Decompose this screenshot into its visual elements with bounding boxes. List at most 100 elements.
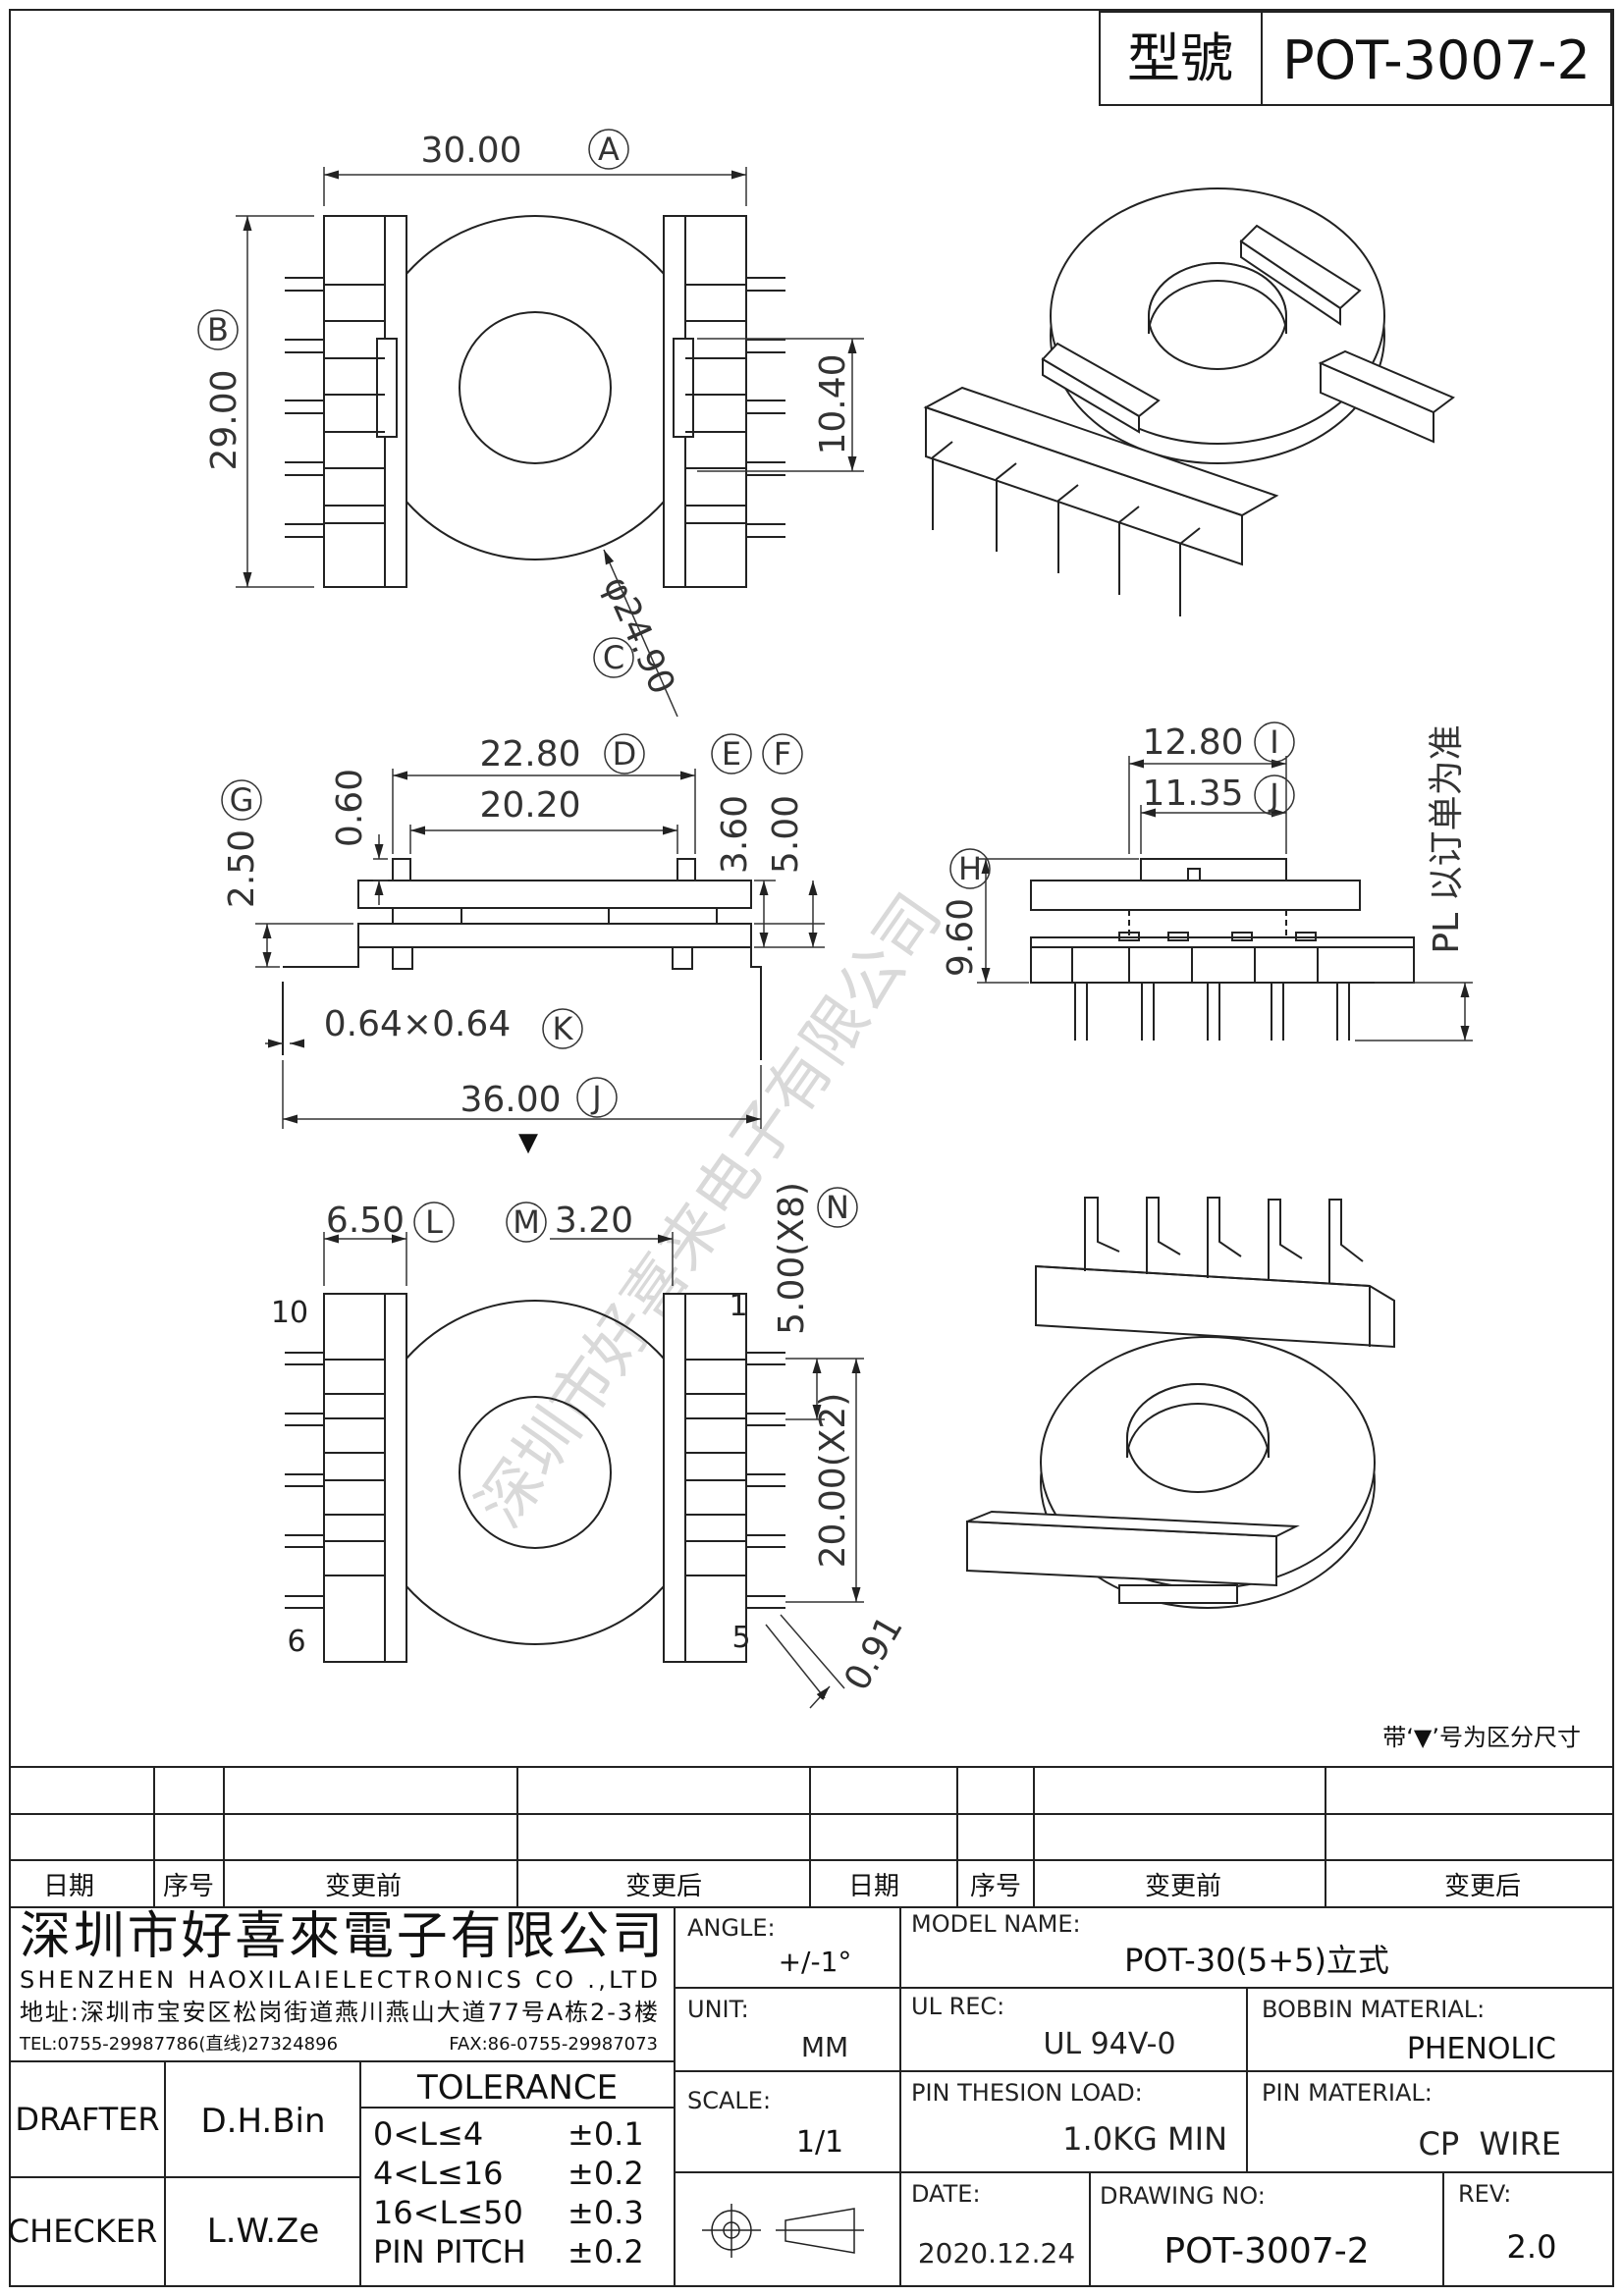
- dim-j-value: 36.00: [460, 1080, 561, 1120]
- label-j: J: [590, 1079, 601, 1116]
- dim-c-value: φ24.90: [595, 570, 682, 701]
- model-header: 型號 POT-3007-2: [1099, 11, 1612, 106]
- title-block-grid: [10, 1907, 1613, 2286]
- rev-header-before-2: 变更前: [1145, 1872, 1221, 1901]
- dim-l-value: 6.50: [326, 1201, 405, 1241]
- pin-1-label: 1: [729, 1289, 747, 1323]
- rev-label: REV:: [1458, 2180, 1511, 2208]
- rev-header-date-2: 日期: [848, 1872, 899, 1901]
- sheet-border: [9, 9, 1614, 2287]
- rev-header-seq-2: 序号: [970, 1872, 1021, 1901]
- label-a: A: [598, 131, 620, 168]
- front-view: [1030, 858, 1415, 1041]
- label-j2-circle: [1254, 774, 1295, 816]
- ul-rec-value: UL 94V-0: [1043, 2027, 1175, 2061]
- label-d: D: [613, 735, 637, 773]
- company-name-en: SHENZHEN HAOXILAIELECTRONICS CO .,LTD: [20, 1966, 658, 1994]
- dim-b-value: 29.00: [204, 369, 244, 470]
- unit-value: MM: [801, 2031, 848, 2063]
- label-k-circle: [542, 1008, 583, 1049]
- label-e: E: [722, 735, 741, 773]
- label-n: N: [826, 1189, 849, 1226]
- pin-10-label: 10: [271, 1296, 308, 1330]
- drafter-value: D.H.Bin: [200, 2102, 325, 2141]
- dim-d-value: 22.80: [479, 734, 580, 774]
- label-i-circle: [1254, 721, 1295, 763]
- dim-small-value: 0.60: [330, 769, 370, 847]
- marker-triangle: ▼: [518, 1128, 538, 1157]
- angle-label: ANGLE:: [687, 1914, 776, 1942]
- label-j2: J: [1268, 776, 1278, 814]
- top-flange-circle: [362, 215, 708, 561]
- dim-i-value: 12.80: [1142, 722, 1243, 763]
- dim-m-value: 3.20: [555, 1201, 633, 1241]
- dim-a-value: 30.00: [420, 131, 521, 171]
- tolerance-value: ±0.2: [568, 2233, 644, 2270]
- isometric-view-top: [923, 187, 1455, 616]
- dim-h-value: 9.60: [941, 898, 981, 977]
- label-g: G: [230, 781, 254, 819]
- label-m: M: [513, 1203, 540, 1241]
- rev-value: 2.0: [1507, 2228, 1557, 2266]
- pin-material-label: PIN MATERIAL:: [1262, 2079, 1433, 2107]
- checker-label: CHECKER: [8, 2213, 157, 2250]
- tolerance-title: TOLERANCE: [416, 2068, 618, 2108]
- pl-note: PL 以订单为准: [1427, 724, 1467, 953]
- angle-value: +/-1°: [779, 1946, 852, 1978]
- label-h: H: [958, 850, 982, 887]
- drafter-label: DRAFTER: [15, 2101, 159, 2138]
- label-m-circle: [506, 1201, 547, 1243]
- scale-value: 1/1: [796, 2125, 843, 2160]
- dim-f-value: 5.00: [766, 795, 806, 874]
- unit-label: UNIT:: [687, 1996, 749, 2023]
- label-l: L: [425, 1203, 443, 1241]
- label-e-circle: [711, 733, 752, 774]
- model-name-value: POT-30(5+5)立式: [1124, 1942, 1389, 1979]
- projection-symbol: [702, 2204, 864, 2258]
- revision-table: [10, 1766, 1613, 1908]
- label-b-circle: [197, 309, 239, 350]
- drawing-no-label: DRAWING NO:: [1100, 2182, 1266, 2210]
- tolerance-range: 0<L≤4: [373, 2115, 483, 2153]
- dim-pitch-value: 20.00(X2): [813, 1393, 853, 1569]
- side-view-dimensions: [255, 769, 825, 1129]
- pin-load-value: 1.0KG MIN: [1062, 2120, 1227, 2158]
- date-label: DATE:: [911, 2180, 981, 2208]
- company-tel: TEL:0755-29987786(直线)27324896: [19, 2034, 338, 2055]
- company-fax: FAX:86-0755-29987073: [449, 2034, 658, 2055]
- dim-inner-value: 20.20: [479, 785, 580, 826]
- label-j-circle: [576, 1077, 618, 1118]
- dim-g-value: 2.50: [222, 829, 262, 908]
- model-header-label: 型號: [1127, 27, 1233, 89]
- revision-headers: 日期 序号 变更前 变更后 日期 序号 变更前 变更后: [43, 1872, 1521, 1901]
- label-n-circle: [817, 1187, 858, 1228]
- scale-label: SCALE:: [687, 2087, 771, 2114]
- rev-header-after-1: 变更后: [625, 1872, 702, 1901]
- tolerance-value: ±0.3: [568, 2194, 644, 2231]
- pin-6-label: 6: [287, 1625, 305, 1659]
- company-name-cn: 深圳市好喜來電子有限公司: [20, 1907, 663, 1966]
- label-a-circle: [588, 129, 629, 170]
- bobbin-material-value: PHENOLIC: [1407, 2032, 1556, 2066]
- model-name-label: MODEL NAME:: [911, 1910, 1081, 1938]
- rev-header-seq-1: 序号: [163, 1872, 214, 1901]
- rev-header-after-2: 变更后: [1444, 1872, 1521, 1901]
- tolerance-range: PIN PITCH: [373, 2233, 526, 2270]
- tolerance-list: 0<L≤4 ±0.1 4<L≤16 ±0.2 16<L≤50 ±0.3 PIN …: [373, 2115, 644, 2270]
- label-d-circle: [604, 733, 645, 774]
- tolerance-value: ±0.2: [568, 2155, 644, 2192]
- tolerance-range: 16<L≤50: [373, 2194, 523, 2231]
- label-c: C: [603, 639, 624, 676]
- dim-e-value: 3.60: [715, 795, 755, 874]
- top-view: [285, 215, 785, 588]
- label-b: B: [207, 311, 229, 348]
- rev-header-before-1: 变更前: [325, 1872, 402, 1901]
- bottom-view: [285, 1293, 785, 1663]
- label-f: F: [774, 735, 791, 773]
- label-k: K: [553, 1010, 574, 1047]
- rev-header-date-1: 日期: [43, 1872, 94, 1901]
- dim-height-value: 10.40: [813, 353, 853, 454]
- top-core-hole: [459, 311, 612, 464]
- pin-material-value: CP WIRE: [1418, 2125, 1561, 2163]
